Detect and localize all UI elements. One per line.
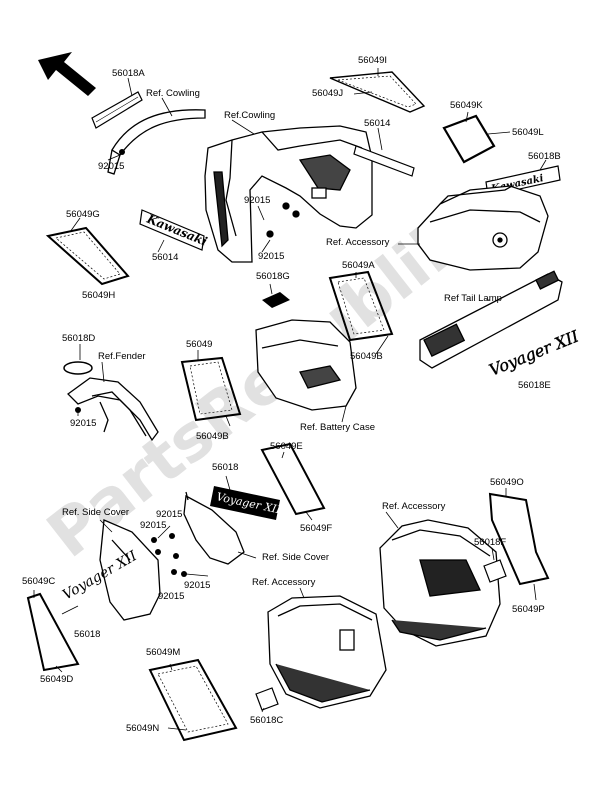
label-ref-side-cover-a: Ref. Side Cover (62, 507, 130, 518)
label-ref-cowling-b: Ref.Cowling (224, 110, 276, 121)
kawasaki-emblem-56014: Kawasaki (139, 209, 210, 251)
label-56049o: 56049O (490, 477, 524, 488)
label-92015-b: 92015 (244, 195, 271, 206)
label-56018b: 56018B (528, 151, 561, 162)
label-92015-f: 92015 (140, 520, 167, 531)
label-56018c: 56018C (250, 715, 284, 726)
side-cover-left (99, 519, 161, 621)
leader-lines (33, 68, 547, 731)
plate-56018f (483, 559, 507, 583)
label-56049k: 56049K (450, 100, 483, 111)
label-56049j: 56049J (312, 88, 344, 99)
label-56049d: 56049D (40, 674, 74, 685)
voyager-decal-56018e: Voyager XII (486, 326, 582, 379)
tail-lamp-panel (419, 270, 563, 369)
top-case (417, 185, 549, 271)
label-ref-side-cover-b: Ref. Side Cover (262, 552, 330, 563)
label-56018f: 56018F (474, 537, 507, 548)
label-56049: 56049 (186, 339, 213, 350)
label-56018-left: 56018 (74, 629, 101, 640)
label-ref-battery-case: Ref. Battery Case (300, 422, 375, 433)
seal-56049i (329, 71, 426, 113)
label-56018g: 56018G (256, 271, 290, 282)
label-56049h: 56049H (82, 290, 116, 301)
label-56049g: 56049G (66, 209, 100, 220)
label-56049b-right: 56049B (350, 351, 383, 362)
label-56049f: 56049F (300, 523, 333, 534)
label-ref-tail-lamp: Ref Tail Lamp (444, 293, 502, 304)
plate-56014 (353, 145, 415, 177)
label-56014-left: 56014 (152, 252, 179, 263)
front-direction-arrow-icon (38, 52, 96, 96)
label-ref-accessory-a: Ref. Accessory (326, 237, 390, 248)
label-56049e: 56049E (270, 441, 303, 452)
label-92015-e: 92015 (156, 509, 183, 520)
label-ref-fender: Ref.Fender (98, 351, 146, 362)
label-56049b-left: 56049B (196, 431, 229, 442)
label-56049i: 56049I (358, 55, 388, 66)
label-56049c: 56049C (22, 576, 56, 587)
label-56049a: 56049A (342, 260, 375, 271)
label-ref-accessory-c: Ref. Accessory (252, 577, 316, 588)
label-92015-d: 92015 (70, 418, 97, 429)
label-56049n: 56049N (126, 723, 160, 734)
seal-56049c (26, 592, 80, 672)
main-cowling (204, 125, 373, 263)
label-56018e: 56018E (518, 380, 551, 391)
seal-56049e (260, 442, 326, 516)
front-fender (67, 377, 159, 442)
label-56049p: 56049P (512, 604, 545, 615)
seal-56049g (45, 226, 130, 286)
label-56018-center: 56018 (212, 462, 239, 473)
label-92015-h: 92015 (158, 591, 185, 602)
emblem-56018d (63, 361, 93, 375)
plate-56018g (262, 292, 290, 308)
label-56049l: 56049L (512, 127, 544, 138)
label-92015-a: 92015 (98, 161, 125, 172)
label-56018d: 56018D (62, 333, 96, 344)
label-56049m: 56049M (146, 647, 181, 658)
label-ref-cowling-a: Ref. Cowling (146, 88, 200, 99)
emblem-56018: Voyager XII (210, 486, 282, 520)
seal-56049a (328, 270, 394, 342)
fastener-dots (151, 533, 187, 577)
seal-56049m (148, 658, 238, 742)
seal-56049o (488, 492, 550, 586)
saddlebag-right (379, 519, 501, 647)
label-56018a: 56018A (112, 68, 145, 79)
seal-56049k (442, 114, 496, 164)
label-92015-c: 92015 (258, 251, 285, 262)
emblem-56018a (91, 91, 143, 129)
saddlebag-bottom (267, 595, 387, 709)
seal-56049 (180, 356, 242, 422)
label-92015-g: 92015 (184, 580, 211, 591)
plate-56018c (255, 687, 279, 711)
side-cover-right (183, 491, 245, 565)
battery-case (255, 319, 357, 411)
label-ref-accessory-b: Ref. Accessory (382, 501, 446, 512)
label-56014-right: 56014 (364, 118, 391, 129)
